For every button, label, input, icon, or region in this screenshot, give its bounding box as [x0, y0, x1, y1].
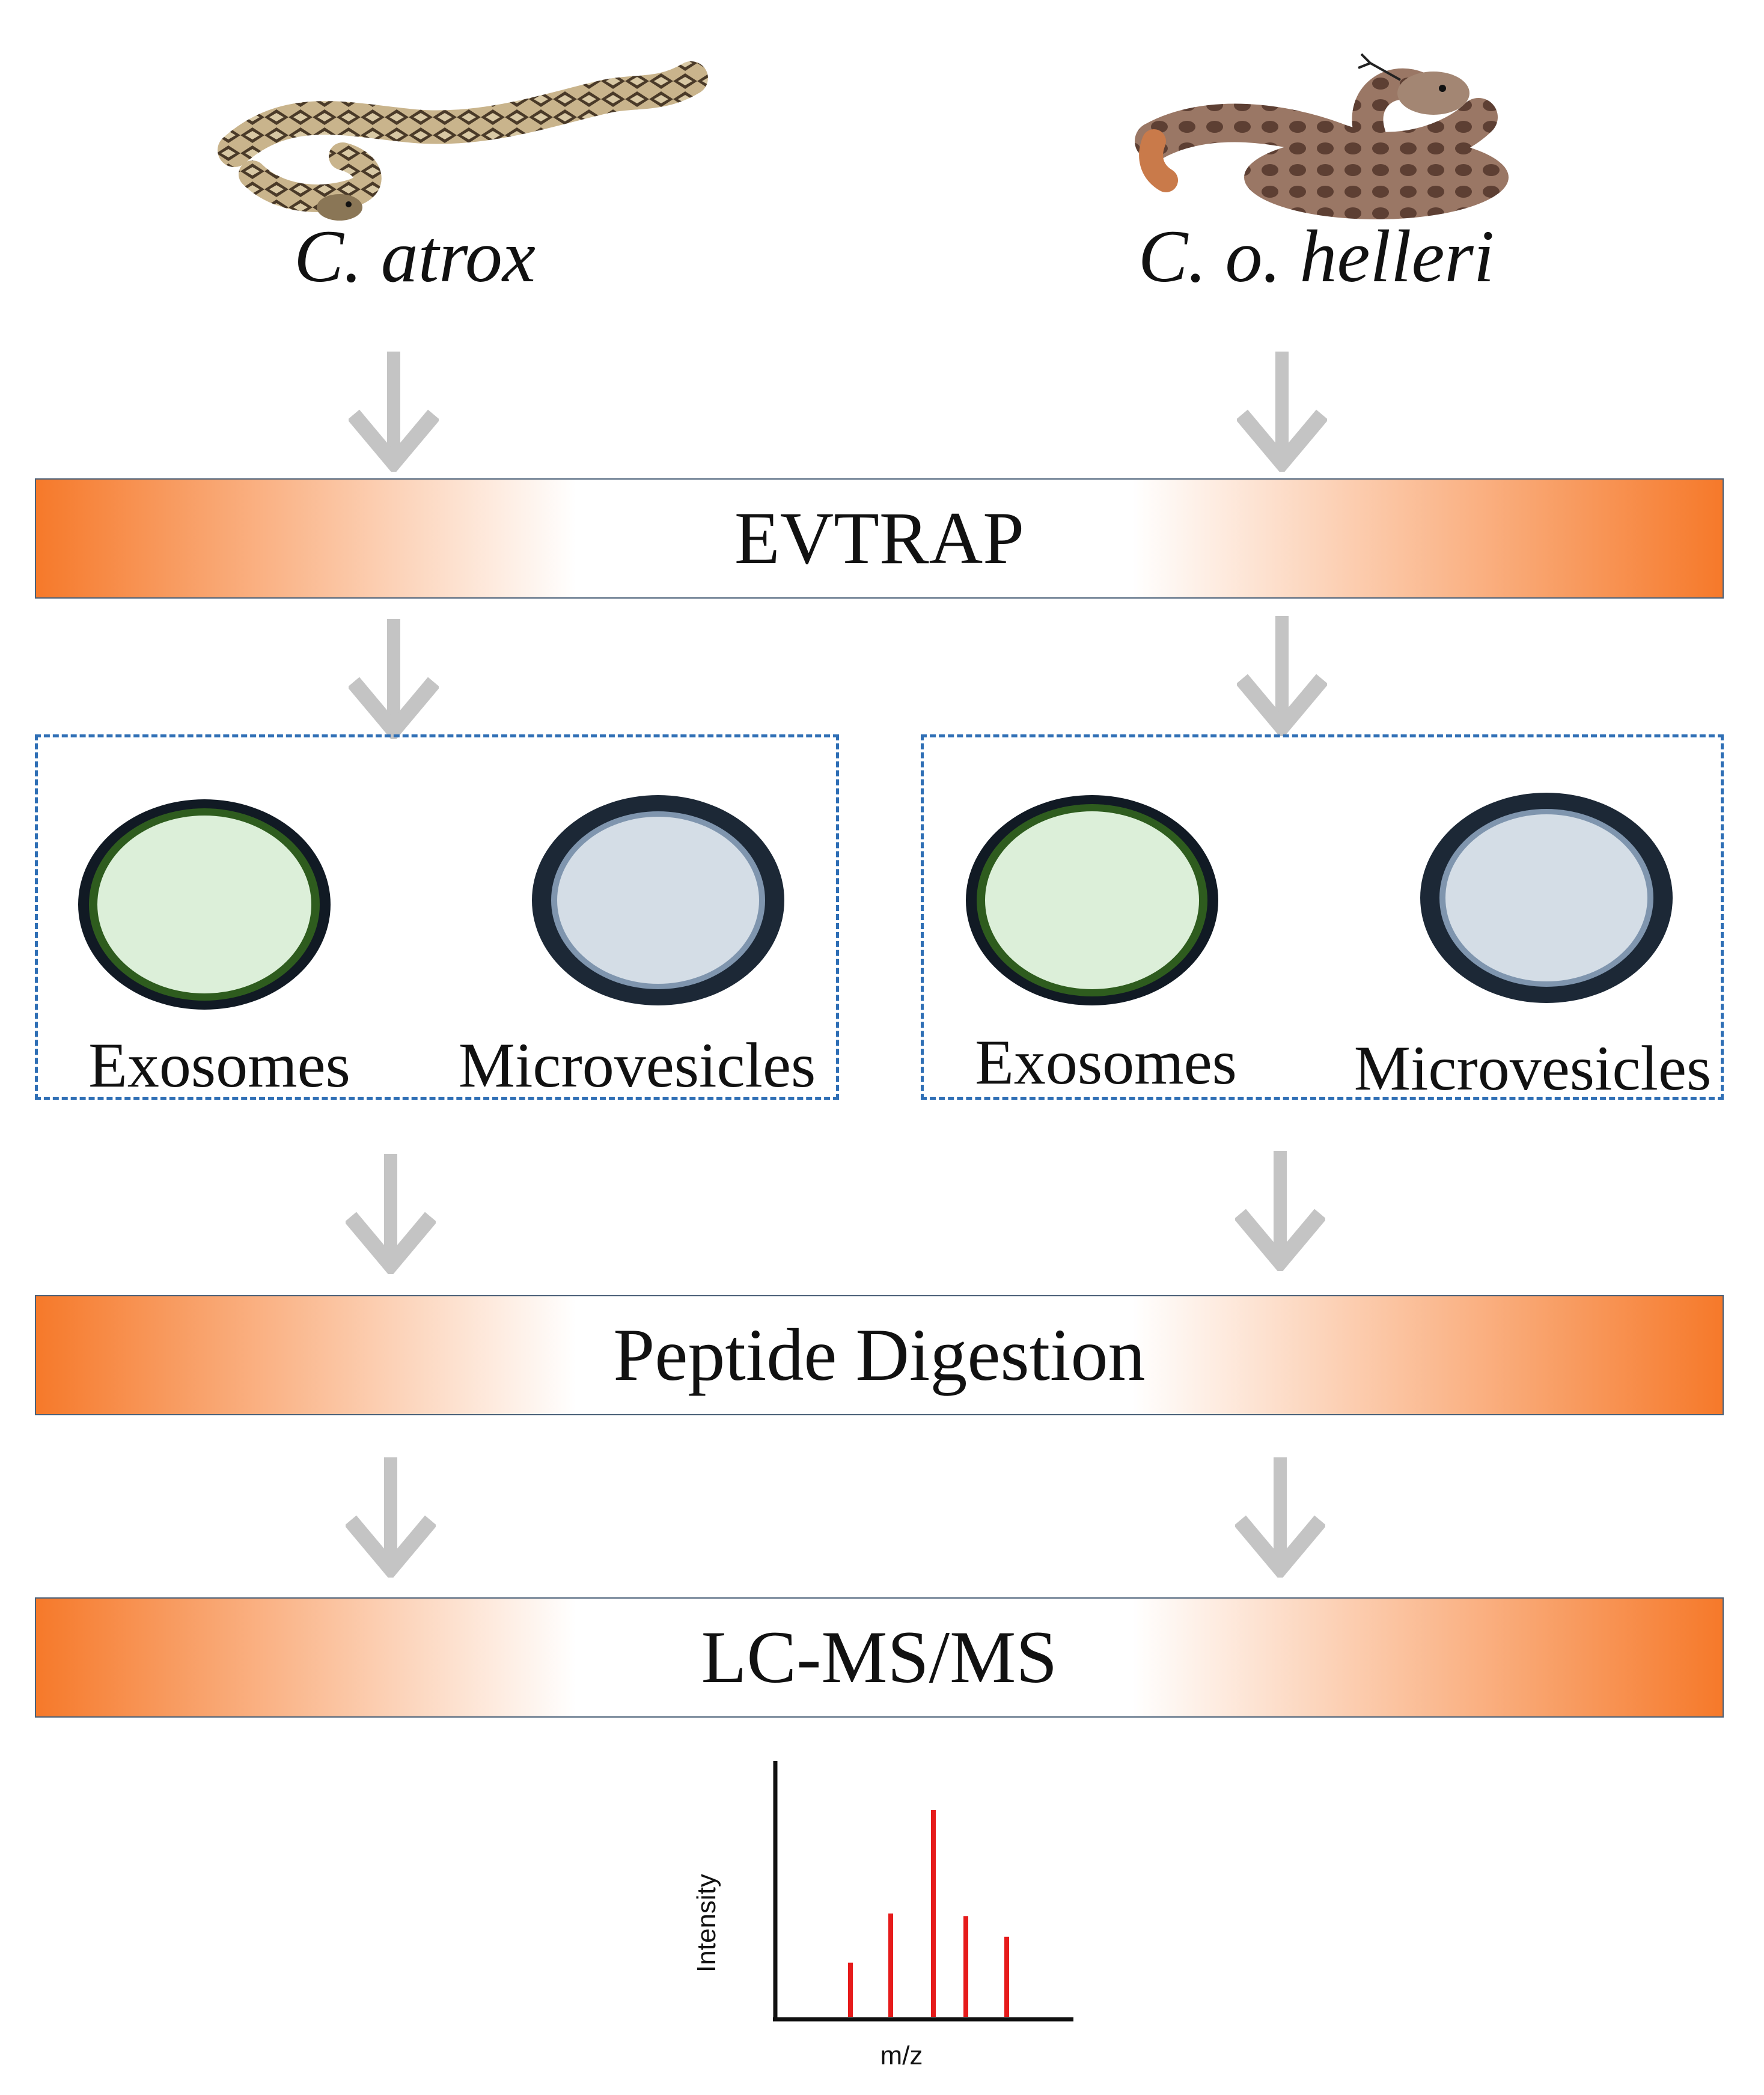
down-arrow-icon — [349, 352, 439, 472]
species-label-c-o-helleri: C. o. helleri — [1138, 215, 1495, 297]
c-atrox-snake-image — [218, 61, 708, 221]
microvesicle-icon — [1420, 793, 1673, 1003]
evtrap-step-label: EVTRAP — [734, 497, 1025, 579]
exosomes-label: Exosomes — [975, 1027, 1237, 1097]
peptide-digestion-step-bar: Peptide Digestion — [35, 1295, 1724, 1415]
down-arrow-icon — [349, 619, 439, 739]
vesicle-group-c-o-helleri — [921, 734, 1724, 1100]
microvesicle-icon — [532, 795, 784, 1005]
species-label-c-atrox: C. atrox — [294, 215, 536, 297]
exosome-icon — [966, 795, 1218, 1005]
mass-spectrum-plot: m/z Intensity — [692, 1761, 1073, 2070]
exosomes-label: Exosomes — [88, 1030, 350, 1100]
down-arrow-icon — [1237, 352, 1327, 472]
vesicle-group-c-atrox — [35, 734, 839, 1100]
exosome-icon — [78, 799, 331, 1010]
x-axis-label: m/z — [880, 2041, 923, 2070]
spectrum-peaks — [848, 1810, 1009, 2017]
evtrap-step-bar: EVTRAP — [35, 478, 1724, 599]
down-arrow-icon — [1235, 1151, 1325, 1271]
down-arrow-icon — [346, 1457, 436, 1578]
c-o-helleri-snake-image — [1135, 53, 1509, 219]
down-arrow-icon — [1237, 616, 1327, 736]
lc-ms-ms-step-label: LC-MS/MS — [701, 1616, 1058, 1698]
lc-ms-ms-step-bar: LC-MS/MS — [35, 1597, 1724, 1718]
microvesicles-label: Microvesicles — [458, 1030, 816, 1100]
down-arrow-icon — [346, 1154, 436, 1274]
y-axis-label: Intensity — [692, 1874, 721, 1972]
down-arrow-icon — [1235, 1457, 1325, 1578]
microvesicles-label: Microvesicles — [1354, 1033, 1712, 1103]
peptide-digestion-step-label: Peptide Digestion — [613, 1314, 1146, 1396]
